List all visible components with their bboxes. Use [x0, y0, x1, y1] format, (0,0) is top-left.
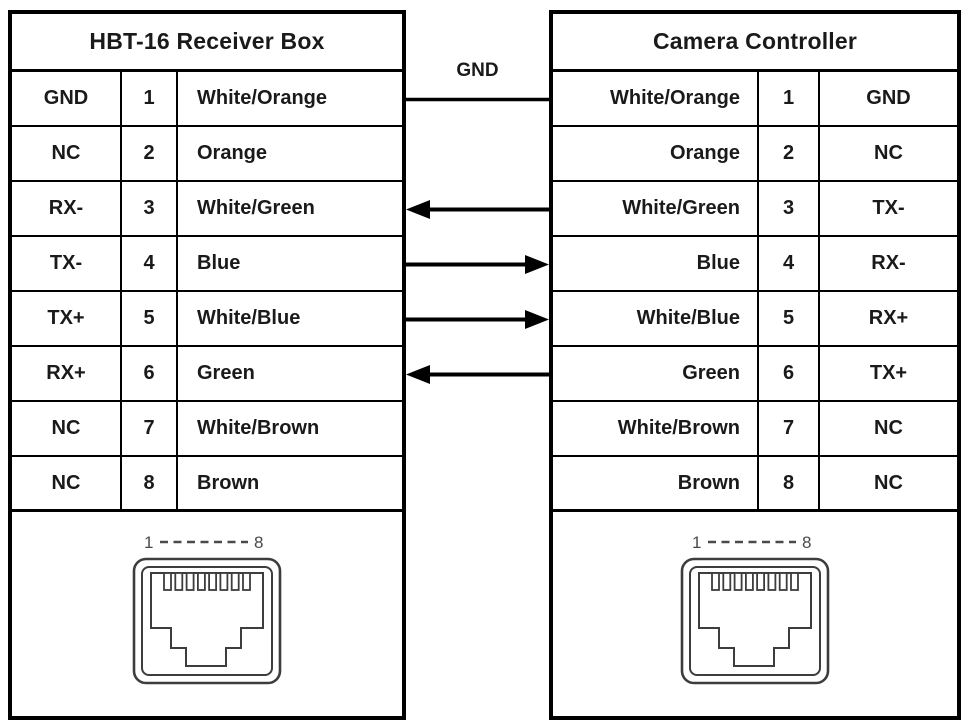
signal-cell: NC: [12, 127, 122, 180]
gnd-wire-label: GND: [456, 60, 499, 81]
rj45-pins: [711, 572, 799, 591]
signal-cell: NC: [12, 402, 122, 455]
table-row: NC 7 White/Brown: [12, 402, 402, 457]
color-cell: Orange: [553, 127, 759, 180]
pin-cell: 6: [759, 347, 820, 400]
table-row: White/Blue 5 RX+: [553, 292, 957, 347]
color-cell: Blue: [553, 237, 759, 290]
signal-cell: TX+: [869, 362, 908, 384]
connector-cell: 1 8: [553, 512, 957, 716]
color-cell: White/Orange: [553, 72, 759, 125]
color-cell: Green: [553, 347, 759, 400]
signal-cell: GND: [12, 72, 122, 125]
wire-arrowhead-to-right: [525, 310, 549, 329]
rj45-jack-icon: 1 8: [680, 533, 830, 685]
table-row: NC 2 Orange: [12, 127, 402, 182]
connector-cell: 1 8: [12, 512, 402, 716]
wire-arrowhead-to-left: [406, 200, 430, 219]
pin-cell: 6: [122, 347, 178, 400]
pin-cell: 5: [122, 292, 178, 345]
pin-cell: 2: [122, 127, 178, 180]
receiver-box-title: HBT-16 Receiver Box: [12, 14, 402, 72]
signal-cell: NC: [874, 417, 903, 439]
rj45-jack-icon: 1 8: [132, 533, 282, 685]
signal-cell: TX+: [12, 292, 122, 345]
connector-pin8-label: 8: [802, 533, 811, 552]
camera-controller-title: Camera Controller: [553, 14, 957, 72]
table-row: Brown 8 NC: [553, 457, 957, 512]
connector-pin1-label: 1: [144, 533, 153, 552]
wire-arrowhead-to-right: [525, 255, 549, 274]
signal-cell: TX-: [12, 237, 122, 290]
pin-cell: 3: [122, 182, 178, 235]
signal-cell: RX-: [12, 182, 122, 235]
color-cell: White/Orange: [197, 87, 328, 109]
wire-arrowhead-to-left: [406, 365, 430, 384]
signal-cell: NC: [12, 457, 122, 509]
table-row: TX- 4 Blue: [12, 237, 402, 292]
pin-cell: 1: [759, 72, 820, 125]
pin-cell: 8: [122, 457, 178, 509]
signal-cell: NC: [874, 142, 903, 164]
table-row: RX- 3 White/Green: [12, 182, 402, 237]
pin-cell: 7: [122, 402, 178, 455]
pin-cell: 3: [759, 182, 820, 235]
color-cell: White/Blue: [197, 307, 301, 329]
pin-cell: 4: [759, 237, 820, 290]
signal-cell: RX-: [871, 252, 906, 274]
color-cell: White/Green: [553, 182, 759, 235]
color-cell: Brown: [553, 457, 759, 509]
table-row: Blue 4 RX-: [553, 237, 957, 292]
table-row: RX+ 6 Green: [12, 347, 402, 402]
table-row: White/Green 3 TX-: [553, 182, 957, 237]
receiver-box-table: HBT-16 Receiver Box GND 1 White/Orange N…: [8, 10, 406, 720]
signal-cell: RX+: [12, 347, 122, 400]
connector-pin1-label: 1: [692, 533, 701, 552]
pin-cell: 8: [759, 457, 820, 509]
camera-controller-table: Camera Controller White/Orange 1 GND Ora…: [549, 10, 961, 720]
pin-cell: 4: [122, 237, 178, 290]
pin-cell: 2: [759, 127, 820, 180]
color-cell: Orange: [197, 142, 268, 164]
color-cell: Green: [197, 362, 255, 384]
pin-cell: 1: [122, 72, 178, 125]
table-row: NC 8 Brown: [12, 457, 402, 512]
color-cell: White/Green: [197, 197, 315, 219]
color-cell: White/Blue: [553, 292, 759, 345]
table-row: White/Brown 7 NC: [553, 402, 957, 457]
color-cell: Blue: [197, 252, 241, 274]
table-row: Orange 2 NC: [553, 127, 957, 182]
signal-cell: TX-: [872, 197, 905, 219]
table-row: Green 6 TX+: [553, 347, 957, 402]
signal-wires: [406, 97, 549, 384]
signal-cell: GND: [866, 87, 911, 109]
signal-cell: NC: [874, 471, 903, 494]
signal-cell: RX+: [868, 307, 909, 329]
color-cell: White/Brown: [197, 417, 320, 439]
pin-cell: 5: [759, 292, 820, 345]
pin-cell: 7: [759, 402, 820, 455]
table-row: White/Orange 1 GND: [553, 72, 957, 127]
table-row: GND 1 White/Orange: [12, 72, 402, 127]
connector-pin8-label: 8: [254, 533, 263, 552]
color-cell: Brown: [197, 471, 260, 494]
rj45-pins: [163, 572, 251, 591]
color-cell: White/Brown: [553, 402, 759, 455]
table-row: TX+ 5 White/Blue: [12, 292, 402, 347]
